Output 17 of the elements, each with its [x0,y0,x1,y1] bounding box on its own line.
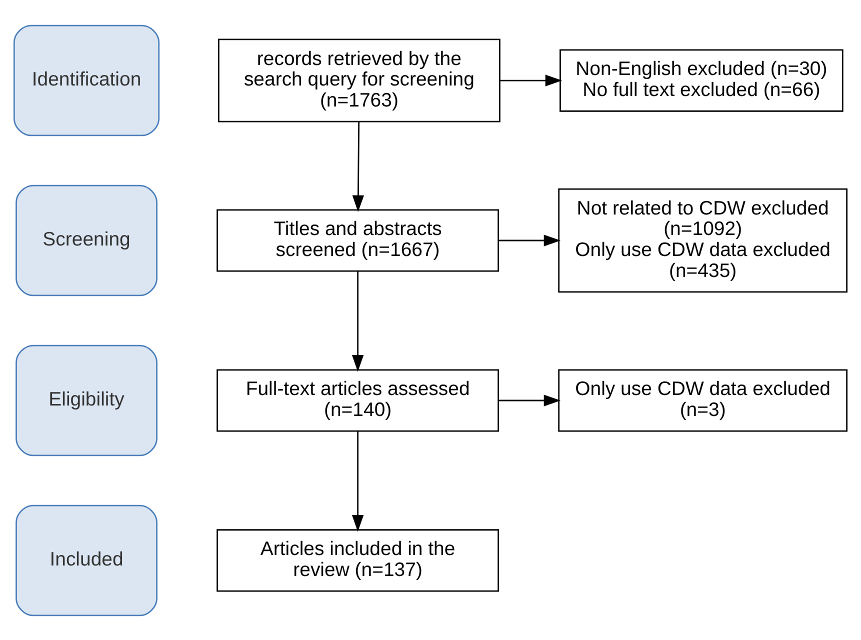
arrow [352,121,364,212]
node-box: Screening [16,184,158,296]
node-box: Titles and abstracts screened (n=1667) [216,208,500,272]
arrow [500,74,562,86]
node-box: Included [16,504,158,616]
node-box: Full-text articles assessed (n=140) [216,368,500,432]
node-box: Only use CDW data excluded (n=3) [558,368,848,432]
arrow [352,270,364,372]
node-box: records retrieved by the search query for screening (n=1763) [218,38,500,122]
arrow [352,430,364,532]
node-box: Articles included in the review (n=137) [216,528,500,592]
node-box: Identification [13,24,160,136]
arrow [498,234,561,246]
node-box: Eligibility [16,344,158,456]
node-box: Non-English excluded (n=30) No full text excluded (n=66) [560,48,844,112]
node-box: Not related to CDW excluded (n=1092) Only use CDW data excluded (n=435) [558,188,848,292]
arrow [498,394,561,406]
